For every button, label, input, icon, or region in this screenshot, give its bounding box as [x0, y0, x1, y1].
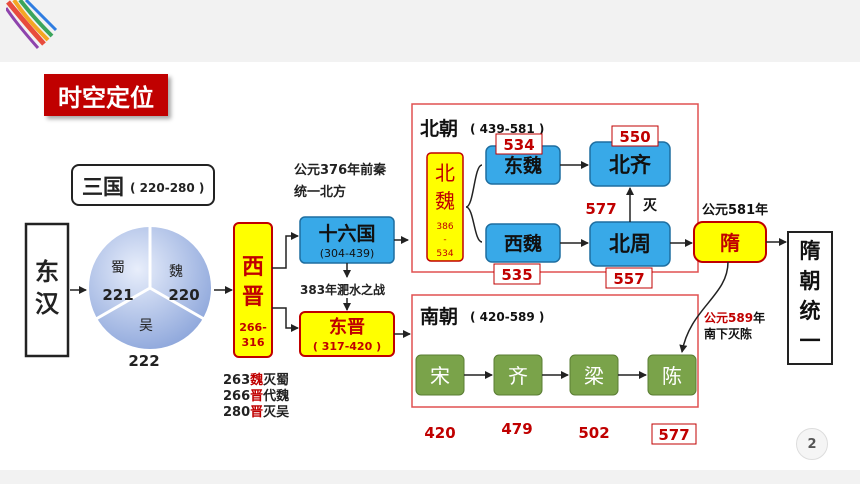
year-535: 535 [501, 266, 532, 284]
chen-label: 陈 [662, 364, 682, 388]
beiwei-years-1: 386 [436, 222, 453, 232]
beichao-label: 北朝 [420, 118, 458, 140]
beiqi-label: 北齐 [609, 153, 652, 177]
dongjin-label: 东晋 [329, 316, 365, 338]
beizhou-label: 北周 [609, 232, 651, 256]
xijin-label-2: 晋 [242, 285, 264, 310]
south-year-577: 577 [658, 426, 689, 444]
feishui-note: 383年淝水之战 [300, 282, 385, 297]
sui-unify-1: 隋 [800, 239, 821, 263]
qin-note-1: 公元376年前秦 [294, 162, 387, 178]
pie-wei-name: 魏 [169, 264, 183, 280]
nan-note-line1: 公元589年 [704, 310, 765, 325]
sanguo-label: 三国 [82, 175, 124, 199]
pie-wei-year: 220 [168, 286, 199, 304]
sixteen-years: (304-439) [320, 247, 375, 260]
beichao-frame [411, 103, 699, 273]
qin-note-2: 统一北方 [294, 184, 346, 200]
sanguo-years: ( 220-280 ) [130, 181, 204, 195]
beiwei-box [426, 152, 464, 262]
liang-label: 梁 [584, 364, 604, 388]
year-577-north: 577 [585, 200, 616, 218]
year-534: 534 [503, 136, 534, 154]
chen-box [647, 354, 697, 396]
xijin-years-1: 266- [239, 321, 267, 334]
song-label: 宋 [430, 364, 450, 388]
year-534-tag [495, 133, 543, 155]
beiwei-label-2: 魏 [435, 189, 455, 213]
top-bar [0, 0, 860, 62]
sui-unify-box [787, 231, 833, 365]
note-263: 263魏灭蜀 [223, 372, 289, 388]
year-550-tag [611, 125, 659, 147]
nanchao-years: ( 420-589 ) [470, 310, 544, 324]
year-557-tag [605, 267, 653, 289]
page-number: 2 [796, 428, 828, 460]
pie-wu-name: 吴 [139, 318, 153, 334]
year-535-tag [493, 263, 541, 285]
nanchao-label: 南朝 [420, 306, 458, 328]
sui-unify-2: 朝 [800, 269, 821, 293]
donghan-box [24, 222, 70, 358]
pie-wu-year: 222 [128, 352, 159, 370]
sui-unify-3: 统 [800, 299, 821, 323]
sixteen-label: 十六国 [318, 222, 375, 245]
dongwei-label: 东魏 [504, 154, 542, 177]
xiwei-label: 西魏 [504, 232, 542, 255]
sanguo-box [71, 164, 215, 206]
pie-shu-year: 221 [102, 286, 133, 304]
qi-label: 齐 [508, 364, 528, 388]
split-brace [465, 164, 483, 243]
mie-label: 灭 [642, 198, 658, 214]
year-557: 557 [613, 270, 644, 288]
beichao-years: ( 439-581 ) [470, 122, 544, 136]
south-year-420: 420 [424, 424, 455, 442]
arrow-sui-chen [679, 261, 729, 353]
sui-note: 公元581年 [702, 202, 768, 218]
xijin-label-1: 西 [242, 255, 264, 280]
south-year-502: 502 [578, 424, 609, 442]
note-280: 280晋灭吴 [223, 405, 289, 420]
year-577-south-tag [651, 423, 697, 445]
xijin-years-2: 316 [242, 336, 265, 349]
south-year-479: 479 [501, 420, 532, 438]
donghan-label-2: 汉 [35, 290, 60, 318]
page-title: 时空定位 [44, 74, 168, 116]
sui-label: 隋 [720, 231, 740, 255]
beiwei-years-2: - [443, 235, 446, 245]
nan-note-line2: 南下灭陈 [704, 326, 752, 341]
sui-unify-4: 一 [800, 329, 821, 353]
note-266: 266晋代魏 [223, 388, 289, 404]
nanchao-frame [411, 294, 699, 408]
year-550: 550 [619, 128, 650, 146]
decorative-ribbon-icon [6, 0, 58, 49]
dongjin-years: ( 317-420 ) [313, 340, 381, 353]
pie-shu-name: 蜀 [111, 260, 125, 276]
beiwei-years-3: 534 [436, 249, 453, 259]
bottom-band [0, 470, 860, 484]
donghan-label-1: 东 [35, 258, 59, 286]
xijin-box [233, 222, 273, 358]
beiwei-label-1: 北 [435, 161, 455, 185]
